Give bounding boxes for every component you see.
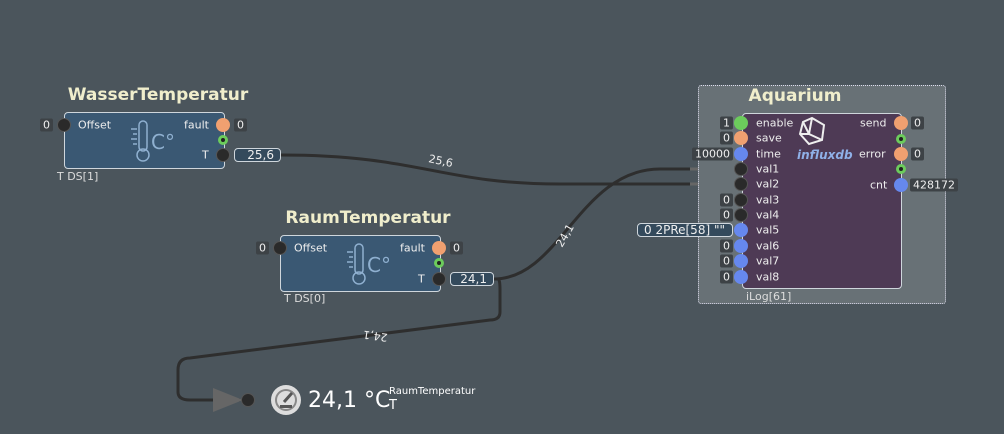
send-label: send xyxy=(860,116,887,130)
input-label-enable: enable xyxy=(756,116,794,130)
input-value-val7: 0 xyxy=(720,254,733,268)
input-label-time: time xyxy=(756,147,781,161)
input-value-save: 0 xyxy=(720,131,733,145)
influxdb-logo: influxdb xyxy=(797,148,853,162)
input-label-val8: val8 xyxy=(756,270,780,284)
display-source: RaumTemperatur xyxy=(389,386,476,397)
input-port-val4[interactable] xyxy=(734,208,748,222)
input-port-val5[interactable] xyxy=(734,223,748,237)
input-port-val2[interactable] xyxy=(734,177,748,191)
group-title: Aquarium xyxy=(748,86,842,106)
input-value-val3: 0 xyxy=(720,193,733,207)
cnt-label: cnt xyxy=(870,178,888,192)
input-value-val4: 0 xyxy=(720,208,733,222)
input-port-val1[interactable] xyxy=(734,162,748,176)
input-value-enable: 1 xyxy=(720,116,733,130)
error-label: error xyxy=(859,147,886,161)
t-value: 24,1 xyxy=(450,272,494,286)
input-port-val8[interactable] xyxy=(734,270,748,284)
link-port[interactable] xyxy=(218,135,228,145)
link-port[interactable] xyxy=(434,258,444,268)
link-port[interactable] xyxy=(896,134,906,144)
offset-port[interactable] xyxy=(273,241,287,255)
input-label-val4: val4 xyxy=(756,208,780,222)
t-value: 25,6 xyxy=(234,148,281,162)
node-footer: T DS[1] xyxy=(57,170,99,183)
input-port-time[interactable] xyxy=(734,147,748,161)
send-value: 0 xyxy=(911,116,924,130)
link-port[interactable] xyxy=(896,164,906,174)
node-footer: T DS[0] xyxy=(284,292,326,305)
input-label-val3: val3 xyxy=(756,193,780,207)
input-label-val2: val2 xyxy=(756,177,780,191)
send-port[interactable] xyxy=(894,116,908,130)
input-label-save: save xyxy=(756,131,782,145)
input-label-val1: val1 xyxy=(756,162,780,176)
input-label-val7: val7 xyxy=(756,254,780,268)
fault-port[interactable] xyxy=(216,118,230,132)
fault-value: 0 xyxy=(234,118,247,132)
wire-label-1: 25,6 xyxy=(427,152,454,170)
t-port[interactable] xyxy=(432,272,446,286)
input-value-val8: 0 xyxy=(720,270,733,284)
input-port-val3[interactable] xyxy=(734,193,748,207)
input-value-val5: 0 2PRe[58] "" xyxy=(637,223,733,237)
input-port-val6[interactable] xyxy=(734,239,748,253)
offset-value: 0 xyxy=(256,241,269,255)
fault-label: fault xyxy=(184,118,209,132)
wire-wasser-val2 xyxy=(280,153,733,186)
input-value-val6: 0 xyxy=(720,239,733,253)
error-value: 0 xyxy=(911,147,924,161)
fault-port[interactable] xyxy=(432,241,446,255)
node-title-wasser: WasserTemperatur xyxy=(67,85,249,105)
cnt-value: 428172 xyxy=(910,178,958,192)
fault-value: 0 xyxy=(450,241,463,255)
t-label: T xyxy=(418,272,425,286)
error-port[interactable] xyxy=(894,147,908,161)
wire-raum-display xyxy=(176,277,502,412)
input-port-val7[interactable] xyxy=(734,254,748,268)
wire-raum-val1 xyxy=(493,167,733,281)
wire-label-3: 24,1 xyxy=(362,328,388,344)
influxdb-icon xyxy=(798,116,826,146)
display-port: T xyxy=(389,398,397,413)
display-input-port[interactable] xyxy=(241,393,255,407)
offset-label: Offset xyxy=(78,118,112,132)
node-raumtemperatur[interactable]: C° xyxy=(280,235,441,292)
thermometer-icon: C° xyxy=(347,243,389,285)
input-port-save[interactable] xyxy=(734,131,748,145)
offset-label: Offset xyxy=(294,241,328,255)
gauge-icon xyxy=(271,385,301,415)
t-port[interactable] xyxy=(216,148,230,162)
group-footer: iLog[61] xyxy=(746,290,792,303)
svg-text:C°: C° xyxy=(151,130,173,154)
offset-port[interactable] xyxy=(57,118,71,132)
input-label-val5: val5 xyxy=(756,223,780,237)
offset-value: 0 xyxy=(40,118,53,132)
input-value-time: 10000 xyxy=(692,147,733,161)
cnt-port[interactable] xyxy=(894,178,908,192)
fault-label: fault xyxy=(400,241,425,255)
t-label: T xyxy=(202,148,209,162)
thermometer-icon: C° xyxy=(131,120,173,162)
wire-label-2: 24,1 xyxy=(553,222,577,250)
input-port-enable[interactable] xyxy=(734,116,748,130)
svg-text:C°: C° xyxy=(367,253,389,277)
node-title-raum: RaumTemperatur xyxy=(285,208,451,228)
input-label-val6: val6 xyxy=(756,239,780,253)
node-influxdb[interactable]: influxdb xyxy=(742,113,902,289)
display-value: 24,1 °C xyxy=(308,388,391,413)
